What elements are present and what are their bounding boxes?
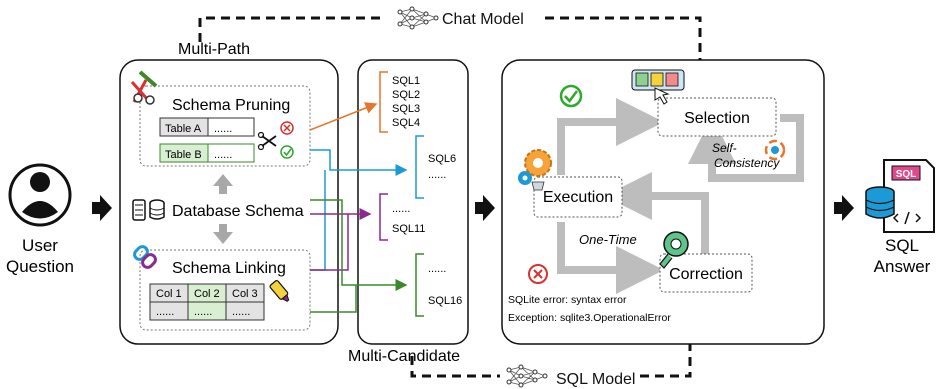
- table-a-value-cell: [207, 117, 255, 137]
- execution-gear-icon: [518, 149, 552, 191]
- correction-label: Correction: [669, 266, 743, 283]
- correction-box: [659, 253, 753, 293]
- orange-connector: [309, 102, 378, 131]
- up-arrow-to-pruning: [213, 174, 233, 194]
- flow-arrow-2: [475, 195, 495, 221]
- flow-arrow-1: [92, 195, 112, 221]
- blue-connector-1: [310, 149, 408, 176]
- reject-icon: [280, 121, 294, 135]
- selection-label: Selection: [684, 110, 750, 127]
- execution-label: Execution: [543, 189, 613, 206]
- user-avatar-icon: [8, 163, 72, 227]
- blue-bracket: [415, 135, 424, 199]
- user-label-line1: User: [22, 236, 58, 255]
- self-consistency-line1: Self-: [712, 141, 737, 155]
- chat-model-network-icon: [397, 6, 439, 30]
- answer-label-line1: SQL: [885, 236, 919, 255]
- sql-candidate-group4-dots: ......: [428, 263, 446, 275]
- chat-model-label: Chat Model: [442, 11, 524, 28]
- multi-candidate-panel: [357, 59, 469, 345]
- correction-tool-icon: [659, 231, 689, 269]
- error-message-1: SQLite error: syntax error: [508, 294, 627, 306]
- selection-box: [657, 97, 777, 137]
- col-3-label: Col 3: [232, 288, 258, 300]
- scissors-icon: [257, 131, 277, 151]
- pruning-tools-icon: [130, 70, 158, 105]
- sql-candidate-6: SQL6: [428, 153, 456, 165]
- refresh-cycle-icon: [764, 139, 786, 161]
- green-connector-2: [310, 285, 357, 313]
- purple-connector-2: [310, 214, 349, 271]
- col-3-cell: [225, 301, 265, 321]
- self-consistency-line2: Consistency: [714, 156, 780, 170]
- one-time-label: One-Time: [579, 232, 637, 247]
- database-schema-icon: [132, 199, 165, 221]
- down-arrow-to-linking: [213, 224, 233, 244]
- col-1-label: Col 1: [156, 288, 182, 300]
- sql-model-label: SQL Model: [556, 371, 635, 388]
- schema-pruning-label: Schema Pruning: [172, 97, 290, 114]
- green-connector-1: [310, 199, 408, 291]
- error-message-2: Exception: sqlite3.OperationalError: [508, 312, 671, 324]
- error-icon: [528, 264, 548, 284]
- answer-label-line2: Answer: [874, 257, 931, 276]
- purple-bracket: [379, 193, 388, 241]
- highlighter-icon: [269, 280, 290, 302]
- sql-candidate-group3-dots: ......: [392, 203, 410, 215]
- user-label-line2: Question: [6, 257, 74, 276]
- sql-answer-icon-text: SQL: [896, 169, 917, 180]
- sql-answer-document-icon: [865, 159, 935, 233]
- execution-to-correction-arrow: [557, 222, 664, 294]
- sql-candidate-16: SQL16: [428, 295, 462, 307]
- selection-cursor-icon: [631, 69, 685, 105]
- sql-model-network-icon: [506, 364, 548, 388]
- col-2-dots: ......: [194, 306, 212, 318]
- sql-candidate-group2-dots: ......: [428, 169, 446, 181]
- sql-candidate-3: SQL3: [392, 103, 420, 115]
- sql-candidate-2: SQL2: [392, 89, 420, 101]
- col-3-dots: ......: [232, 306, 250, 318]
- table-b-dots: ......: [214, 149, 232, 161]
- orange-bracket: [379, 71, 388, 133]
- green-bracket: [415, 253, 424, 317]
- multi-candidate-title: Multi-Candidate: [348, 348, 460, 365]
- col-2-label: Col 2: [194, 288, 220, 300]
- success-check-icon: [559, 84, 583, 108]
- sql-candidate-1: SQL1: [392, 75, 420, 87]
- table-b-label: Table B: [165, 149, 202, 161]
- correction-to-execution-arrow: [604, 172, 709, 255]
- database-schema-label: Database Schema: [172, 203, 304, 220]
- multi-path-title: Multi-Path: [178, 41, 250, 58]
- col-1-dots: ......: [156, 306, 174, 318]
- self-consistency-loop-arrow: [688, 114, 804, 182]
- sql-candidate-4: SQL4: [392, 117, 420, 129]
- table-b-value-cell: [207, 143, 255, 163]
- execution-to-selection-arrow: [557, 98, 664, 175]
- table-a-label: Table A: [165, 123, 202, 135]
- chain-link-icon: [133, 245, 157, 269]
- sql-candidate-11: SQL11: [392, 223, 425, 235]
- schema-linking-label: Schema Linking: [172, 260, 286, 277]
- chat-model-connector: [198, 16, 702, 95]
- flow-arrow-3: [834, 195, 854, 221]
- execution-box: [533, 176, 623, 218]
- accept-icon: [280, 145, 294, 159]
- table-a-dots: ......: [214, 123, 232, 135]
